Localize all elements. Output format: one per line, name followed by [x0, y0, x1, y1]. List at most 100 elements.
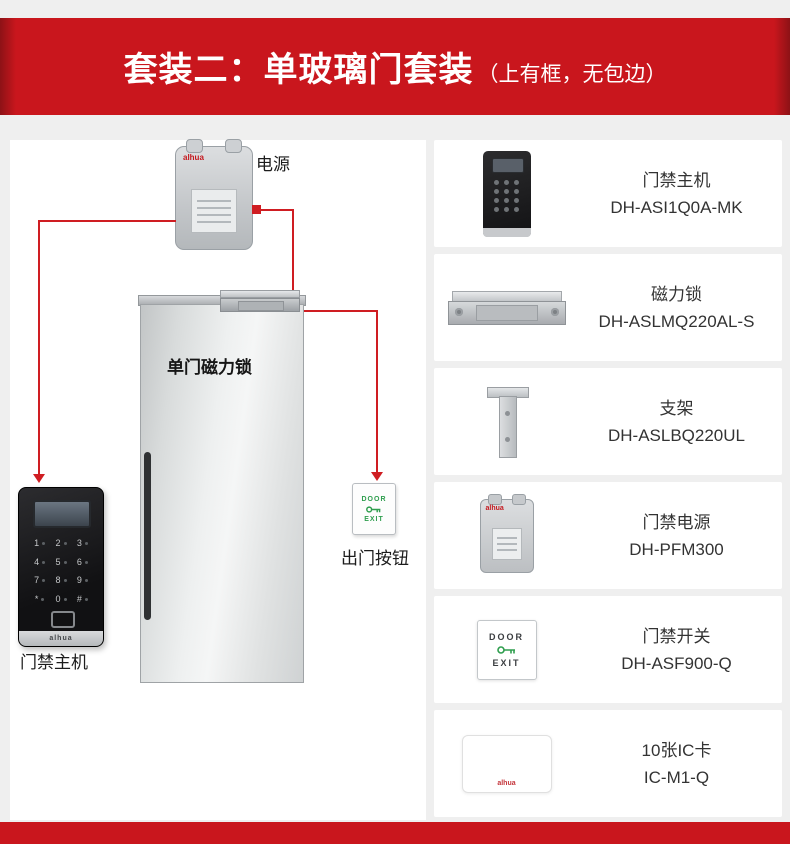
keypad-key: 4 [34, 557, 45, 567]
keypad-key: 1 [34, 538, 45, 548]
product-card-bracket: 支架 DH-ASLBQ220UL [434, 368, 782, 475]
keypad-label: 门禁主机 [20, 653, 88, 672]
keypad-key: * [35, 594, 45, 604]
wire-lock-to-exit-horizontal [300, 310, 378, 312]
product-model: DH-ASLBQ220UL [607, 425, 745, 445]
wire-lock-to-exit-vertical [376, 310, 378, 474]
bracket-hole [504, 436, 510, 442]
switch-door-text: DOOR [489, 631, 524, 642]
keypad-key: 6 [77, 557, 88, 567]
keypad-brand-strip: alhua [19, 631, 103, 646]
exit-button-exit-text: EXIT [364, 515, 384, 523]
wire-node-power [252, 205, 261, 214]
brand-logo: alhua [183, 153, 204, 162]
card-reader-icon [51, 611, 75, 628]
keypad-buttons [492, 178, 522, 214]
banner-text: 套装二：单玻璃门套装 （上有框，无包边） [124, 42, 667, 91]
maglock-thumbnail [447, 290, 566, 325]
product-model: DH-ASI1Q0A-MK [610, 197, 743, 217]
product-name: 门禁电源 [642, 512, 711, 532]
banner: 套装二：单玻璃门套装 （上有框，无包边） [0, 18, 790, 115]
product-info: 门禁主机 DH-ASI1Q0A-MK [579, 167, 782, 221]
exit-button-image: DOOR EXIT [352, 483, 396, 535]
product-model: DH-PFM300 [629, 539, 724, 559]
keypad-base [482, 227, 531, 237]
keypad-keys: 1 2 3 4 5 6 7 8 9 * 0 # [29, 534, 93, 608]
product-image-bracket [434, 385, 579, 459]
brand-logo: alhua [497, 779, 516, 787]
exit-button-label: 出门按钮 [341, 549, 409, 568]
keypad-screen [491, 157, 524, 173]
keypad-key: 9 [77, 575, 88, 585]
power-supply-thumbnail: alhua [479, 493, 534, 573]
key-icon [496, 645, 515, 654]
banner-title: 套装二：单玻璃门套装 [123, 51, 474, 89]
wire-arrow-exit-button [371, 472, 383, 481]
maglock-mounting-plate [220, 290, 300, 298]
exit-switch-thumbnail: DOOR EXIT [476, 619, 537, 680]
product-card-switch: DOOR EXIT 门禁开关 DH-ASF900-Q [434, 596, 782, 703]
wire-power-to-lock-vertical [292, 209, 294, 290]
wire-arrow-keypad [33, 474, 45, 483]
maglock-screw-left [454, 307, 463, 316]
product-card-ic-card: alhua 10张IC卡 IC-M1-Q [434, 710, 782, 817]
bracket-thumbnail [477, 385, 537, 459]
key-icon [366, 505, 381, 513]
product-image-power: alhua [434, 493, 579, 573]
product-name: 10张IC卡 [641, 740, 712, 760]
maglock-armature [475, 304, 538, 321]
keypad-key: 0 [55, 594, 66, 604]
product-card-power: alhua 门禁电源 DH-PFM300 [434, 482, 782, 589]
bracket-vertical-bar [498, 395, 517, 458]
keypad-key: 7 [34, 575, 45, 585]
keypad-key: 5 [55, 557, 66, 567]
product-name: 支架 [659, 398, 694, 418]
maglock-screw-right [550, 307, 559, 316]
power-supply-label-sticker [191, 189, 237, 233]
wire-power-to-keypad-horizontal [38, 220, 176, 222]
wire-power-to-keypad-vertical [38, 220, 40, 476]
product-image-switch: DOOR EXIT [434, 619, 579, 680]
glass-door-image [140, 304, 304, 683]
product-name: 门禁主机 [642, 170, 711, 190]
bracket-hole [504, 410, 510, 416]
product-info: 门禁开关 DH-ASF900-Q [579, 623, 782, 677]
exit-button-door-text: DOOR [361, 495, 387, 503]
brand-logo: alhua [485, 504, 504, 512]
product-info: 磁力锁 DH-ASLMQ220AL-S [579, 281, 782, 335]
power-supply-image: alhua [175, 139, 253, 250]
product-image-ic-card: alhua [434, 734, 579, 793]
keypad-key: # [77, 594, 88, 604]
door-handle [144, 452, 151, 620]
door-lock-label: 单门磁力锁 [167, 358, 252, 377]
maglock-armature [238, 301, 284, 311]
product-card-keypad: 门禁主机 DH-ASI1Q0A-MK [434, 140, 782, 247]
power-label: 电源 [256, 155, 290, 174]
access-keypad-image: 1 2 3 4 5 6 7 8 9 * 0 # alhua [18, 487, 104, 647]
installation-diagram: alhua 电源 单门磁力锁 1 2 3 [10, 139, 426, 820]
keypad-key: 3 [77, 538, 88, 548]
product-model: DH-ASLMQ220AL-S [598, 311, 755, 331]
wire-power-to-lock-horizontal [259, 209, 294, 211]
keypad-display [33, 500, 91, 528]
product-image-keypad [434, 150, 579, 237]
product-model: IC-M1-Q [643, 767, 710, 787]
product-info: 门禁电源 DH-PFM300 [579, 509, 782, 563]
power-supply-sticker [491, 527, 522, 560]
banner-subtitle: （上有框，无包边） [477, 63, 667, 86]
ic-card-thumbnail: alhua [461, 734, 552, 793]
magnetic-lock-image [220, 290, 300, 312]
product-model: DH-ASF900-Q [621, 653, 732, 673]
product-image-maglock [434, 290, 579, 325]
product-name: 磁力锁 [651, 284, 702, 304]
product-info: 支架 DH-ASLBQ220UL [579, 395, 782, 449]
keypad-key: 2 [55, 538, 66, 548]
product-list: 门禁主机 DH-ASI1Q0A-MK 磁力锁 DH-ASLMQ220AL-S [434, 140, 782, 824]
product-info: 10张IC卡 IC-M1-Q [579, 737, 782, 791]
keypad-key: 8 [55, 575, 66, 585]
product-card-maglock: 磁力锁 DH-ASLMQ220AL-S [434, 254, 782, 361]
keypad-thumbnail [482, 150, 531, 237]
footer-bar [0, 822, 790, 844]
switch-exit-text: EXIT [492, 657, 521, 668]
product-name: 门禁开关 [642, 626, 711, 646]
